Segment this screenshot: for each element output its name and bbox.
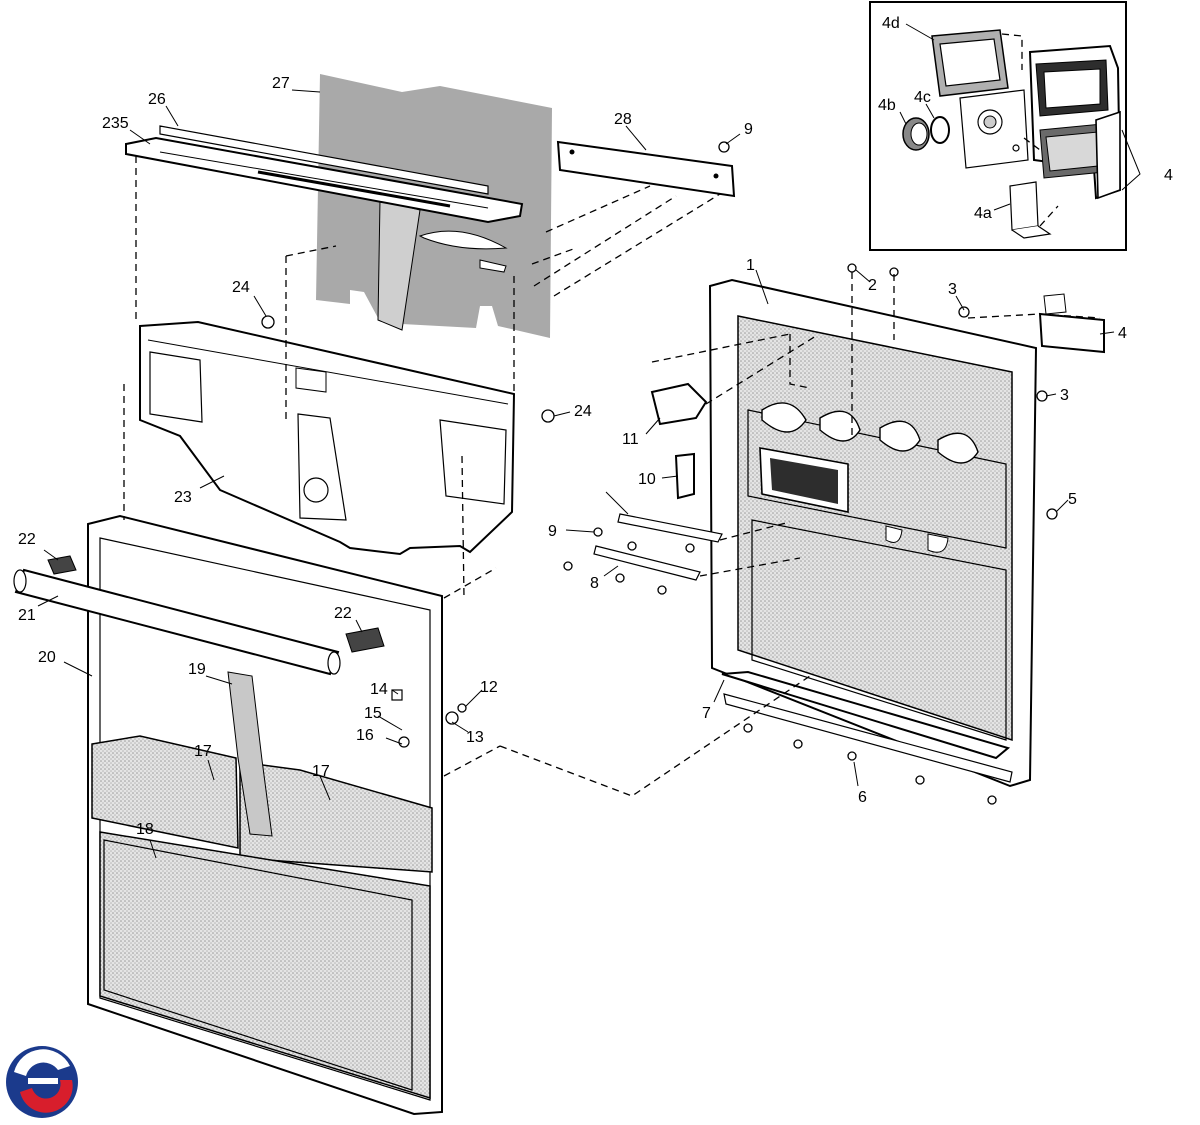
inner-door-liner-1 xyxy=(708,278,1038,788)
callout-24-right: 24 xyxy=(574,403,592,420)
callout-4a: 4a xyxy=(974,205,992,222)
end-cap-22-right xyxy=(345,627,385,653)
callout-21: 21 xyxy=(18,607,36,624)
callout-4-door: 4 xyxy=(1118,325,1127,342)
bottom-trim-7 xyxy=(721,670,1013,783)
top-trim-235 xyxy=(125,136,524,224)
bracket-4a xyxy=(1009,181,1052,239)
small-parts-12-16 xyxy=(391,689,467,748)
callout-11: 11 xyxy=(622,431,639,448)
sensor-10 xyxy=(674,452,695,500)
callout-22-right: 22 xyxy=(334,605,352,622)
callout-1: 1 xyxy=(746,257,755,274)
callout-19: 19 xyxy=(188,661,206,678)
outer-door-panel-20 xyxy=(87,514,443,1116)
callout-4b: 4b xyxy=(878,97,896,114)
bracket-28 xyxy=(556,140,736,198)
callout-3-top: 3 xyxy=(948,281,957,298)
callout-2: 2 xyxy=(868,277,877,294)
screw-24-left xyxy=(261,315,275,329)
callout-5: 5 xyxy=(1068,491,1077,508)
callout-7: 7 xyxy=(702,705,711,722)
callout-6: 6 xyxy=(858,789,867,806)
callout-9-top: 9 xyxy=(744,121,753,138)
callout-20: 20 xyxy=(38,649,56,666)
callout-12: 12 xyxy=(480,679,498,696)
callout-4c: 4c xyxy=(914,89,931,106)
dispenser-housing xyxy=(1028,44,1122,200)
screws-6 xyxy=(743,723,997,805)
callout-18: 18 xyxy=(136,821,154,838)
ring-4c xyxy=(930,116,950,144)
handle-21 xyxy=(13,568,341,676)
top-trim-26 xyxy=(159,125,489,195)
callout-14: 14 xyxy=(370,681,388,698)
ribbon-cable-19 xyxy=(227,671,273,837)
callout-13: 13 xyxy=(466,729,484,746)
callout-27: 27 xyxy=(272,75,290,92)
latch-11 xyxy=(650,382,708,426)
callout-235: 235 xyxy=(102,115,129,132)
callout-22-left: 22 xyxy=(18,531,36,548)
insulation-pad-17-left xyxy=(91,735,239,849)
callout-3-side: 3 xyxy=(1060,387,1069,404)
leader-lines xyxy=(37,89,1115,859)
callout-9-left: 9 xyxy=(548,523,557,540)
screw-24-right xyxy=(541,409,555,423)
hinge-bracket-8 xyxy=(593,513,723,581)
screws-misc xyxy=(563,263,1058,595)
callout-17-right: 17 xyxy=(312,763,330,780)
insulation-pad-18 xyxy=(99,831,431,1100)
dispenser-detail-inset xyxy=(869,1,1141,251)
callout-15: 15 xyxy=(364,705,382,722)
gasket-4d xyxy=(931,29,1009,97)
dispenser-4 xyxy=(1038,293,1105,354)
callout-8: 8 xyxy=(590,575,599,592)
callout-23: 23 xyxy=(174,489,192,506)
knob-4b xyxy=(902,117,930,151)
end-cap-22-left xyxy=(47,555,77,575)
assembly-guide-lines xyxy=(123,156,1101,797)
callout-28: 28 xyxy=(614,111,632,128)
callout-26: 26 xyxy=(148,91,166,108)
callout-10: 10 xyxy=(638,471,656,488)
callout-16: 16 xyxy=(356,727,374,744)
callout-17-left: 17 xyxy=(194,743,212,760)
insulation-pad-17-right xyxy=(239,761,433,873)
dial-plate xyxy=(959,89,1029,169)
inner-frame-23 xyxy=(139,320,516,556)
callout-24-left: 24 xyxy=(232,279,250,296)
screw-9-top xyxy=(718,141,730,153)
callout-4-inset: 4 xyxy=(1164,167,1173,184)
callout-4d: 4d xyxy=(882,15,900,32)
callout-labels: 4d 4c 4b 4a 4 27 26 235 28 9 24 24 23 22… xyxy=(18,15,1173,838)
brand-logo-icon xyxy=(6,1046,78,1118)
